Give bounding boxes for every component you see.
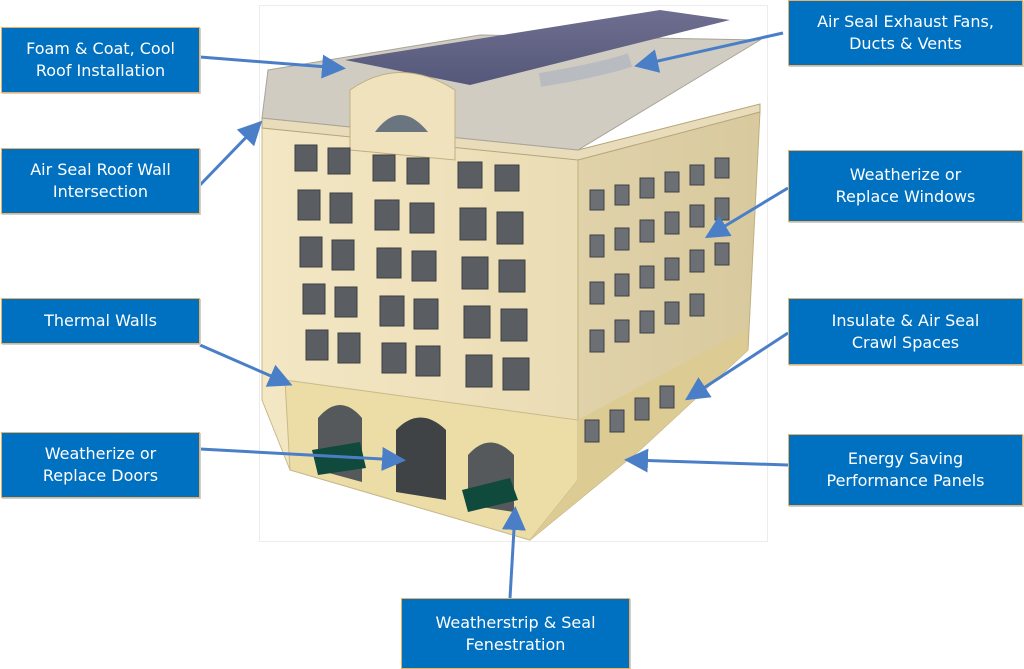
label-thermal-walls: Thermal Walls: [1, 298, 200, 344]
label-foam-coat-cool-roof: Foam & Coat, Cool Roof Installation: [1, 27, 200, 93]
label-text: Foam & Coat, Cool Roof Installation: [26, 39, 175, 80]
label-text: Insulate & Air Seal Crawl Spaces: [831, 310, 980, 352]
label-text: Weatherize or Replace Doors: [42, 444, 159, 485]
label-text: Weatherize or Replace Windows: [835, 165, 976, 206]
label-insulate-crawl-spaces: Insulate & Air Seal Crawl Spaces: [788, 298, 1023, 365]
label-text: Weatherstrip & Seal Fenestration: [435, 612, 596, 654]
label-text: Energy Saving Performance Panels: [826, 449, 985, 490]
label-weatherstrip-fenestration: Weatherstrip & Seal Fenestration: [401, 598, 630, 669]
label-weatherize-doors: Weatherize or Replace Doors: [1, 432, 200, 498]
label-air-seal-roof-wall: Air Seal Roof Wall Intersection: [1, 148, 200, 214]
label-air-seal-exhaust-fans: Air Seal Exhaust Fans, Ducts & Vents: [788, 0, 1023, 66]
label-weatherize-windows: Weatherize or Replace Windows: [788, 150, 1023, 222]
label-text: Air Seal Exhaust Fans, Ducts & Vents: [817, 12, 994, 53]
label-text: Thermal Walls: [44, 311, 157, 330]
label-text: Air Seal Roof Wall Intersection: [30, 160, 171, 201]
label-energy-saving-panels: Energy Saving Performance Panels: [788, 434, 1023, 506]
